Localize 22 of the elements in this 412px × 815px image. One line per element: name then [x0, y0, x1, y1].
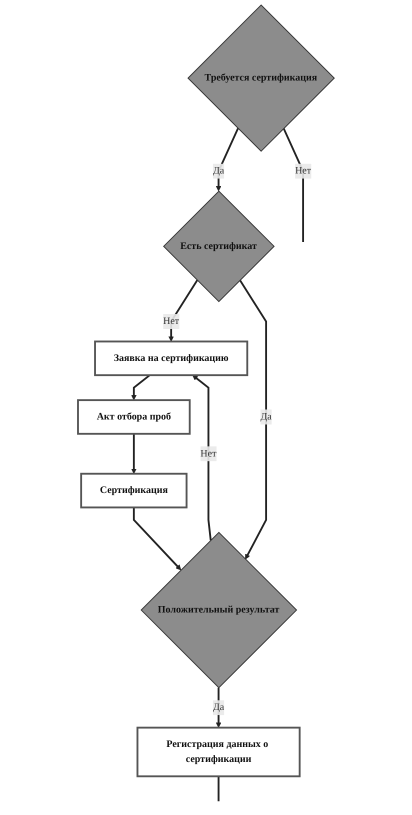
- node-box: Заявка на сертификацию: [94, 340, 248, 376]
- connector: [218, 776, 220, 802]
- edge-label: Да: [260, 411, 272, 422]
- edge-label: Да: [212, 702, 224, 713]
- node-box: Акт отбора проб: [76, 399, 191, 435]
- arrow: [130, 434, 136, 474]
- arrow: [192, 374, 212, 540]
- arrow: [168, 280, 198, 342]
- arrow: [132, 507, 182, 570]
- edge-label: Нет: [200, 448, 216, 459]
- node-box: Регистрация данных о сертификации: [136, 726, 300, 778]
- arrow: [130, 374, 150, 400]
- edge-label: Нет: [294, 166, 311, 176]
- arrow: [239, 280, 267, 560]
- node-diamond: Положительный результат: [140, 532, 298, 688]
- node-box: Сертификация: [80, 472, 188, 508]
- edge-label: Да: [212, 166, 224, 176]
- connector: [282, 128, 304, 242]
- arrow: [216, 128, 239, 192]
- edge-label: Нет: [163, 316, 180, 327]
- node-diamond: Требуется сертификация: [187, 4, 335, 152]
- node-diamond: Есть сертификат: [162, 190, 275, 302]
